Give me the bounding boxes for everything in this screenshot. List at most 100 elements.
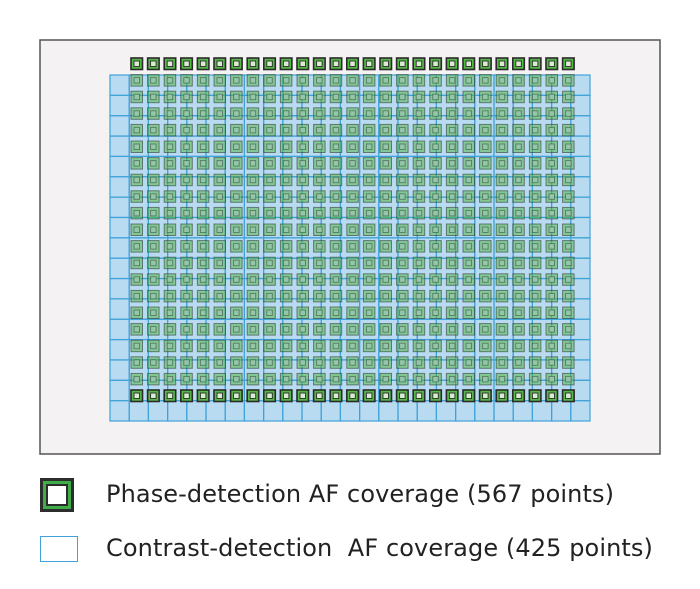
phase-detection-point: [396, 223, 409, 236]
phase-detection-point: [479, 107, 492, 120]
phase-detection-point: [130, 323, 143, 336]
phase-detection-point: [163, 289, 177, 303]
phase-detection-point: [147, 206, 160, 220]
phase-detection-point: [246, 356, 260, 369]
phase-detection-point: [313, 356, 326, 369]
phase-detection-point: [412, 240, 426, 253]
phase-detection-point: [279, 173, 293, 187]
phase-detection-point: [130, 90, 143, 104]
phase-detection-point: [362, 190, 376, 203]
phase-detection-point: [230, 223, 243, 236]
phase-detection-point: [545, 123, 558, 137]
phase-detection-point: [362, 206, 376, 220]
phase-detection-point: [462, 306, 475, 319]
phase-detection-point: [180, 339, 193, 353]
phase-detection-point: [412, 339, 426, 353]
phase-detection-point: [296, 123, 309, 137]
phase-detection-point: [379, 389, 393, 403]
phase-detection-point: [395, 57, 409, 71]
phase-detection-point: [180, 273, 193, 286]
phase-detection-point: [147, 273, 160, 286]
phase-detection-point: [495, 123, 509, 137]
phase-detection-point: [329, 206, 343, 220]
phase-detection-point: [213, 256, 226, 270]
phase-detection-point: [429, 356, 442, 369]
phase-detection-point: [163, 339, 177, 353]
phase-detection-point: [362, 74, 376, 87]
phase-detection-point: [429, 339, 442, 353]
phase-detection-point: [196, 256, 210, 270]
phase-detection-point: [512, 140, 525, 153]
phase-detection-point: [196, 289, 210, 303]
phase-detection-point: [528, 256, 542, 270]
phase-detection-point: [528, 140, 542, 153]
phase-detection-point: [479, 206, 492, 220]
phase-detection-point: [180, 323, 193, 336]
phase-detection-point: [246, 57, 260, 71]
phase-detection-point: [412, 256, 426, 270]
phase-detection-point: [163, 123, 177, 137]
phase-detection-point: [445, 107, 459, 120]
phase-detection-point: [196, 223, 210, 236]
phase-detection-point: [313, 273, 326, 286]
phase-detection-point: [379, 289, 392, 303]
phase-detection-point: [562, 173, 575, 187]
phase-detection-point: [329, 107, 343, 120]
phase-detection-point: [545, 240, 558, 253]
phase-detection-point: [213, 223, 226, 236]
phase-detection-point: [180, 173, 193, 187]
phase-detection-point: [313, 107, 326, 120]
phase-detection-point: [495, 57, 509, 71]
phase-detection-point: [512, 256, 525, 270]
phase-detection-point: [412, 306, 426, 319]
phase-detection-point: [180, 90, 193, 104]
phase-detection-point: [163, 389, 177, 403]
phase-detection-point: [329, 190, 343, 203]
phase-detection-point: [130, 74, 143, 87]
phase-detection-point: [180, 372, 193, 386]
phase-detection-point: [329, 256, 343, 270]
phase-detection-point: [196, 339, 210, 353]
phase-detection-point: [562, 289, 575, 303]
phase-detection-point: [346, 107, 359, 120]
phase-detection-point: [412, 157, 426, 170]
phase-detection-point: [562, 356, 575, 369]
phase-detection-point: [362, 356, 376, 369]
phase-detection-point: [163, 206, 177, 220]
phase-detection-point: [528, 273, 542, 286]
phase-detection-point: [230, 157, 243, 170]
phase-detection-point: [230, 190, 243, 203]
phase-detection-point: [396, 157, 409, 170]
phase-detection-point: [263, 190, 276, 203]
phase-detection-point: [163, 323, 177, 336]
phase-detection-point: [279, 306, 293, 319]
phase-detection-point: [462, 372, 475, 386]
phase-detection-point: [445, 356, 459, 369]
phase-detection-point: [512, 306, 525, 319]
phase-detection-point: [429, 273, 442, 286]
phase-detection-point: [495, 140, 509, 153]
phase-detection-point: [296, 323, 309, 336]
phase-detection-point: [396, 256, 409, 270]
phase-detection-point: [429, 306, 442, 319]
phase-detection-points: [130, 57, 575, 403]
phase-detection-point: [362, 223, 376, 236]
phase-detection-point: [213, 173, 226, 187]
phase-detection-point: [180, 74, 193, 87]
phase-detection-point: [246, 339, 260, 353]
phase-detection-point: [147, 223, 160, 236]
phase-detection-point: [462, 57, 476, 71]
phase-detection-point: [329, 389, 343, 403]
phase-detection-point: [163, 157, 177, 170]
phase-detection-point: [395, 389, 409, 403]
phase-detection-point: [296, 57, 310, 71]
phase-detection-point: [445, 123, 459, 137]
phase-detection-point: [545, 173, 558, 187]
phase-detection-point: [213, 190, 226, 203]
phase-detection-point: [429, 140, 442, 153]
phase-detection-point: [196, 123, 210, 137]
phase-detection-point: [396, 107, 409, 120]
phase-detection-point: [329, 173, 343, 187]
phase-detection-point: [263, 356, 276, 369]
phase-detection-point: [180, 289, 193, 303]
